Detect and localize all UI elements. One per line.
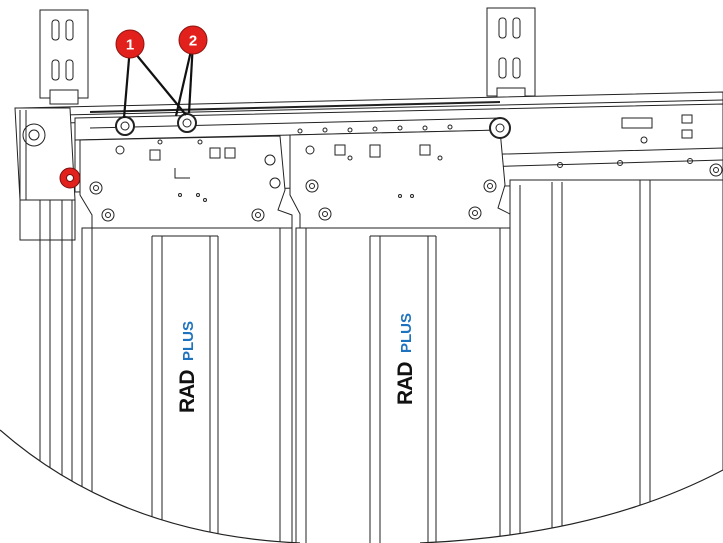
door-leaf-right xyxy=(295,227,511,543)
logo-right-suffix: PLUS xyxy=(398,313,415,353)
callout-2: 2 xyxy=(178,25,208,55)
logo-left-brand: RAD xyxy=(176,370,199,413)
mounting-bracket-right xyxy=(486,7,536,103)
door-carriage-right xyxy=(289,129,511,229)
drive-pulley-center xyxy=(177,113,197,133)
logo-left: RAD PLUS xyxy=(176,321,199,413)
detail-lens-outline xyxy=(0,429,301,543)
mounting-bracket-left xyxy=(39,9,89,105)
callout-1-label: 1 xyxy=(126,37,134,54)
fixed-panel-right xyxy=(509,179,723,543)
callout-2-label: 2 xyxy=(189,33,197,50)
end-roller-right xyxy=(709,163,723,177)
red-highlighted-roller xyxy=(59,167,81,189)
logo-left-suffix: PLUS xyxy=(180,321,197,361)
callout-1: 1 xyxy=(115,29,145,59)
drive-pulley-left xyxy=(115,116,135,136)
fixed-panel-left xyxy=(20,200,73,543)
logo-right: RAD PLUS xyxy=(394,313,417,405)
logo-right-brand: RAD xyxy=(394,362,417,405)
door-carriage-left xyxy=(79,135,293,229)
drive-pulley-right xyxy=(489,117,511,139)
door-leaf-left xyxy=(81,227,293,543)
